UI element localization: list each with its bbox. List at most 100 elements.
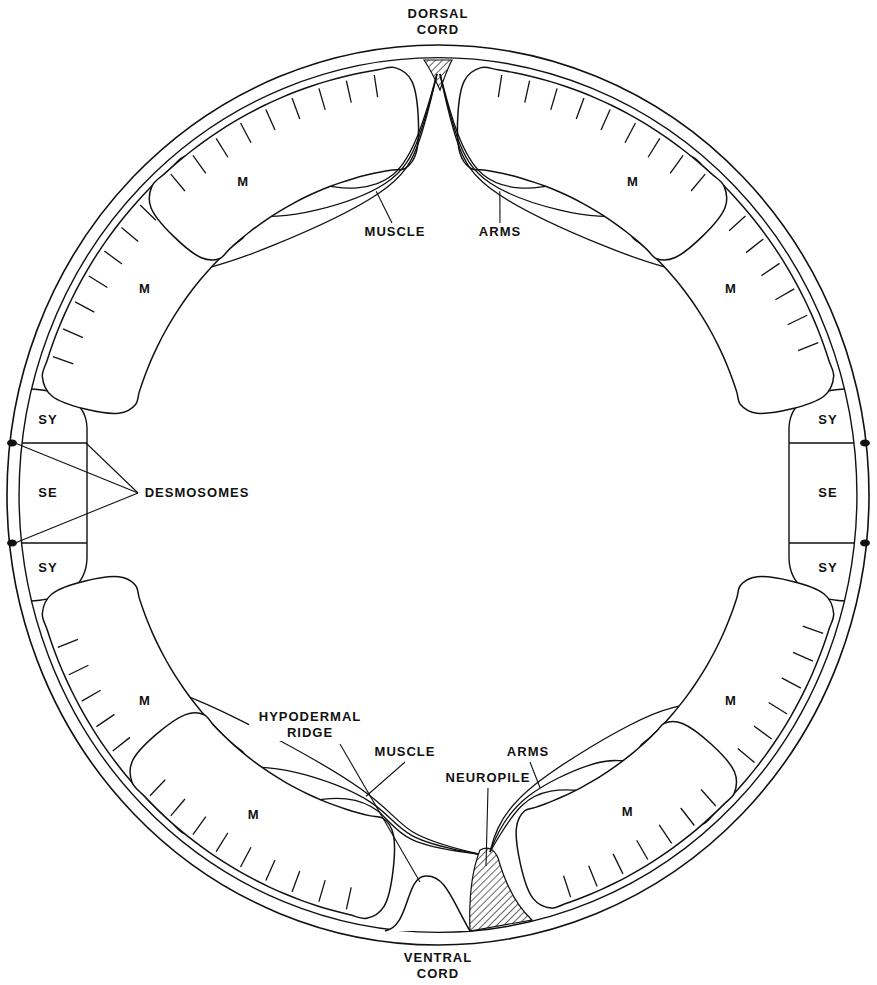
sarcomere-tick: [762, 263, 780, 275]
desmosome-dot: [860, 440, 870, 447]
muscle-cell: [457, 67, 726, 260]
cell-label: SY: [37, 560, 58, 576]
sarcomere-tick: [601, 110, 610, 130]
muscle-cell-label: M: [138, 281, 152, 297]
sarcomere-tick: [782, 678, 801, 688]
muscle-arm: [490, 790, 576, 852]
cell-label: SY: [817, 412, 838, 428]
sarcomere-tick: [216, 833, 228, 852]
part-label: HYPODERMAL RIDGE: [249, 709, 371, 741]
cell-label: SE: [817, 485, 838, 501]
part-label: MUSCLE: [374, 744, 437, 760]
leader-line: [499, 191, 500, 223]
muscle-cell: [130, 713, 394, 919]
sarcomere-tick: [292, 871, 300, 892]
part-label: ARMS: [478, 224, 522, 240]
part-label: MUSCLE: [364, 224, 427, 240]
sarcomere-tick: [681, 808, 695, 825]
leader-line: [486, 788, 488, 866]
sarcomere-tick: [754, 726, 772, 739]
sarcomere-tick: [346, 887, 351, 909]
part-label: NEUROPILE: [445, 770, 532, 786]
sarcomere-tick: [659, 825, 671, 843]
sarcomere-tick: [525, 81, 530, 103]
leader-line: [366, 762, 405, 796]
sarcomere-tick: [96, 714, 114, 726]
sarcomere-tick: [648, 138, 660, 157]
sarcomere-tick: [171, 174, 185, 191]
part-label: ARMS: [506, 744, 550, 760]
muscle-arm: [440, 74, 605, 216]
leader-line: [530, 762, 540, 788]
sarcomere-tick: [121, 227, 138, 241]
sarcomere-tick: [53, 357, 73, 364]
muscle-cell-label: M: [626, 174, 640, 190]
dorsal-cord-hatch: [424, 60, 452, 90]
sarcomere-tick: [729, 216, 745, 231]
cell-label: SE: [37, 485, 58, 501]
muscle-cell-label: M: [247, 807, 261, 823]
sarcomere-tick: [266, 860, 275, 880]
cell-label: SY: [37, 412, 58, 428]
sarcomere-tick: [803, 626, 823, 633]
sarcomere-tick: [69, 665, 89, 675]
muscle-cell-label: M: [724, 281, 738, 297]
sarcomere-tick: [775, 289, 794, 300]
leader-line: [340, 744, 420, 882]
sarcomere-tick: [589, 866, 597, 887]
leader-line: [86, 443, 138, 493]
hypodermal-ridge: [385, 876, 470, 931]
sarcomere-tick: [266, 110, 275, 130]
muscle-arm: [271, 74, 437, 216]
cell-boundary: [22, 542, 87, 543]
sarcomere-tick: [82, 690, 101, 701]
sarcomere-tick: [625, 123, 635, 143]
sarcomere-tick: [113, 737, 130, 751]
sarcomere-tick: [193, 155, 206, 173]
lateral-cord-outline: [789, 389, 845, 601]
sarcomere-tick: [89, 276, 107, 288]
sarcomere-tick: [58, 639, 78, 647]
cell-boundary: [789, 542, 854, 543]
sarcomere-tick: [150, 780, 165, 796]
sarcomere-tick: [701, 790, 716, 806]
sarcomere-tick: [576, 98, 584, 119]
sarcomere-tick: [637, 840, 648, 859]
sarcomere-tick: [746, 239, 763, 253]
sarcomere-tick: [319, 880, 325, 902]
sarcomere-tick: [793, 652, 813, 661]
sarcomere-tick: [613, 854, 623, 874]
sarcomere-tick: [670, 155, 683, 173]
muscle-arm: [190, 697, 478, 854]
sarcomere-tick: [216, 138, 228, 157]
muscle-cell-label: M: [138, 693, 152, 709]
leader-line: [15, 443, 138, 493]
sarcomere-tick: [241, 123, 251, 143]
leader-line: [15, 493, 138, 543]
muscle-cell-label: M: [621, 804, 635, 820]
sarcomere-tick: [319, 88, 325, 110]
sarcomere-tick: [241, 847, 251, 867]
lateral-cord-outline: [31, 389, 87, 601]
inner-cuticle: [19, 58, 857, 933]
sarcomere-tick: [171, 799, 185, 816]
sarcomere-tick: [551, 88, 557, 110]
muscle-arm: [212, 74, 437, 267]
sarcomere-tick: [564, 876, 571, 897]
sarcomere-tick: [691, 174, 705, 191]
muscle-cell-label: M: [724, 693, 738, 709]
sarcomere-tick: [498, 75, 501, 97]
desmosome-dot: [860, 540, 870, 547]
sarcomere-tick: [788, 315, 808, 325]
sarcomere-tick: [104, 251, 122, 264]
cord-label: VENTRAL CORD: [392, 950, 484, 982]
drawing-group: [7, 45, 870, 945]
sarcomere-tick: [63, 329, 83, 338]
sarcomere-tick: [193, 817, 206, 835]
cord-label: DORSAL CORD: [397, 6, 479, 38]
sarcomere-tick: [769, 702, 787, 714]
part-label: DESMOSOMES: [144, 485, 251, 501]
muscle-arm: [440, 74, 664, 267]
cell-label: SY: [817, 560, 838, 576]
